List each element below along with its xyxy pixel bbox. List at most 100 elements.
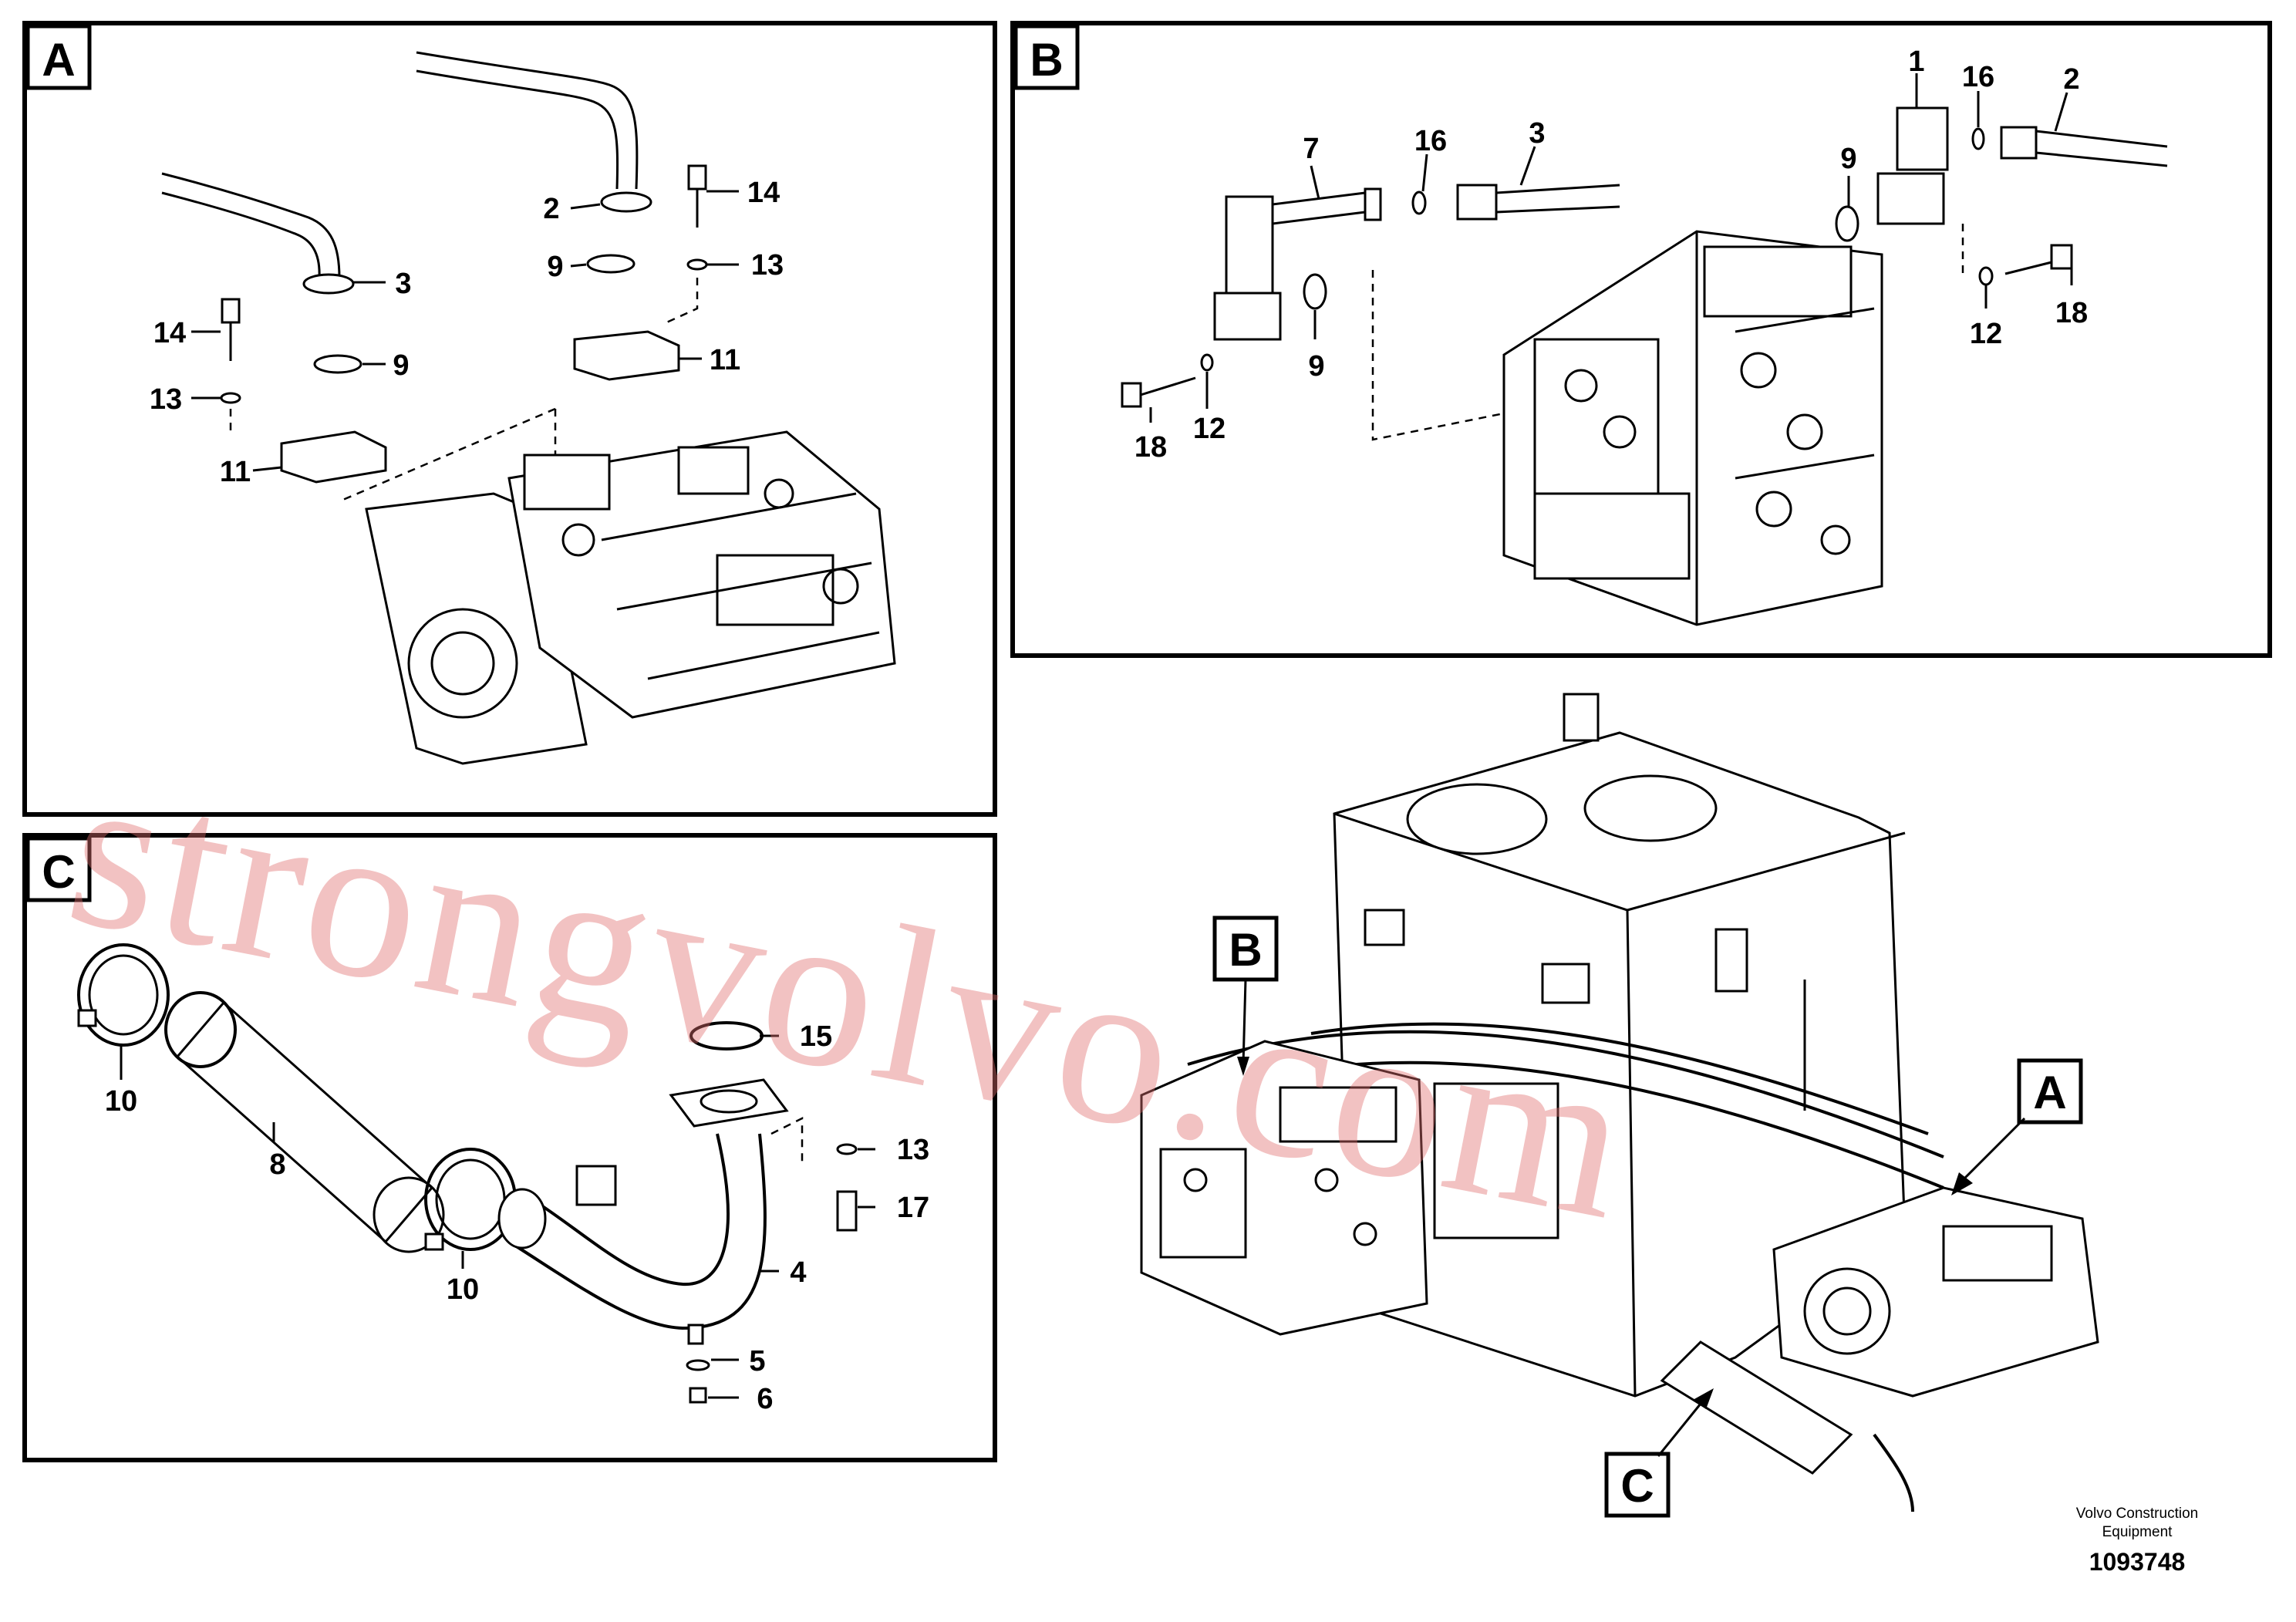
- overview-pump: [1772, 1186, 2099, 1398]
- o-ring-16-right: [1971, 127, 1985, 150]
- bolt-18-right: [2050, 244, 2073, 270]
- overview-label-a: A: [2033, 1067, 2066, 1118]
- fitting-2-b: [2000, 126, 2038, 160]
- washer-13-a: [686, 258, 708, 271]
- hose-3-b: [1495, 184, 1620, 194]
- seal-5: [686, 1359, 710, 1371]
- clamp-10-left: [77, 943, 170, 1047]
- callout-b-16b: 16: [1414, 125, 1447, 157]
- tank-plate: [1433, 1082, 1559, 1239]
- callout-b-2: 2: [2063, 63, 2079, 96]
- footer-line-1: Volvo Construction: [2076, 1506, 2198, 1522]
- callout-a-14b: 14: [153, 317, 186, 349]
- callout-b-12a: 12: [1193, 413, 1226, 445]
- callout-c-4: 4: [790, 1256, 806, 1289]
- washer-12-right: [1978, 266, 1994, 286]
- callout-c-10a: 10: [105, 1085, 137, 1118]
- plug-6: [689, 1387, 707, 1404]
- callout-a-9b: 9: [393, 349, 409, 382]
- callout-c-15: 15: [800, 1020, 832, 1053]
- panel-c-letter: C: [42, 846, 75, 898]
- callout-a-14a: 14: [747, 177, 780, 209]
- callout-a-13a: 13: [751, 249, 784, 282]
- fitting-2: [600, 191, 652, 213]
- pump-a: [365, 430, 896, 765]
- fitting-3: [302, 273, 355, 295]
- fitting-3-b: [1456, 184, 1498, 221]
- callout-b-3: 3: [1529, 117, 1545, 150]
- overview-suction-hose: [1660, 1340, 1853, 1475]
- bolt-17: [836, 1190, 858, 1232]
- panel-b-letter-box: [1013, 24, 1080, 90]
- panel-b-frame: [1010, 21, 2272, 658]
- overview-control-valve: [1140, 1040, 1428, 1336]
- panel-c-frame: [22, 833, 997, 1462]
- callout-a-11a: 11: [710, 344, 740, 376]
- callout-c-8: 8: [269, 1148, 285, 1181]
- callout-b-18a: 18: [1135, 431, 1167, 464]
- callout-c-6: 6: [757, 1383, 773, 1415]
- hose-3: [161, 172, 341, 278]
- washer-12-left: [1200, 353, 1214, 372]
- callout-b-9a: 9: [1840, 143, 1856, 175]
- overview-label-b: B: [1229, 924, 1262, 976]
- panel-c-letter-box: [25, 836, 92, 902]
- panel-b-letter: B: [1030, 34, 1063, 86]
- pipe-4: [531, 1133, 730, 1286]
- callout-b-1: 1: [1908, 46, 1924, 78]
- panel-b: B: [1010, 21, 2272, 658]
- tank-cover-right: [1583, 774, 1718, 842]
- flange-block-b-left: [1213, 292, 1282, 341]
- callout-c-17: 17: [897, 1192, 929, 1224]
- elbow-7: [1225, 195, 1274, 295]
- panel-a-frame: [22, 21, 997, 817]
- elbow-1: [1896, 106, 1949, 171]
- overview-label-c: C: [1620, 1460, 1654, 1512]
- hose-2: [416, 51, 639, 190]
- callout-a-11b: 11: [220, 456, 251, 488]
- callout-c-13: 13: [897, 1134, 929, 1166]
- callout-b-18b: 18: [2055, 297, 2088, 329]
- overview-label-a-box: [2017, 1058, 2083, 1125]
- flange-11-a: [573, 330, 680, 381]
- o-ring-9-b: [313, 354, 362, 374]
- washer-13-c: [836, 1143, 858, 1155]
- fitting-pipe-4: [575, 1165, 617, 1206]
- bolt-14-a: [687, 164, 707, 191]
- pipe-flange: [669, 1078, 789, 1128]
- o-ring-16-left: [1411, 191, 1427, 215]
- callout-b-12b: 12: [1970, 318, 2002, 350]
- footer: Volvo Construction Equipment 1093748: [2076, 1506, 2198, 1576]
- overview-assembly: B A C: [1140, 693, 2099, 1518]
- callout-a-13b: 13: [150, 383, 182, 416]
- footer-line-2: Equipment: [2102, 1524, 2173, 1540]
- flange-11-b: [280, 430, 387, 484]
- callout-c-10b: 10: [447, 1273, 479, 1306]
- panel-c: C 10 15 8: [22, 833, 997, 1462]
- o-ring-9-a: [586, 254, 636, 274]
- callout-b-9b: 9: [1308, 350, 1324, 383]
- overview-label-c-box: [1604, 1452, 1671, 1518]
- hose-8: [175, 1000, 434, 1244]
- bolt-18-left: [1121, 382, 1142, 408]
- o-ring-9-b-right: [1835, 205, 1859, 242]
- drawing-number: 1093748: [2089, 1548, 2186, 1576]
- hose-2-b: [2035, 130, 2168, 148]
- panel-a-letter-box: [25, 24, 92, 90]
- bolt-14-b: [221, 298, 241, 324]
- panel-a: A: [22, 21, 997, 817]
- panel-a-letter: A: [42, 34, 75, 86]
- callout-a-2: 2: [543, 193, 559, 225]
- callout-a-9a: 9: [547, 251, 563, 283]
- flange-block-b-right: [1876, 172, 1945, 225]
- o-ring-9-b-left: [1303, 273, 1327, 310]
- callout-a-3: 3: [395, 268, 411, 300]
- control-valve-b: [1502, 230, 1883, 626]
- callout-b-7: 7: [1303, 133, 1319, 165]
- tank-cover-left: [1406, 783, 1548, 855]
- washer-13-b: [220, 392, 241, 404]
- tank-breather: [1563, 693, 1600, 742]
- callout-c-5: 5: [749, 1345, 765, 1378]
- callout-b-16a: 16: [1962, 61, 1994, 93]
